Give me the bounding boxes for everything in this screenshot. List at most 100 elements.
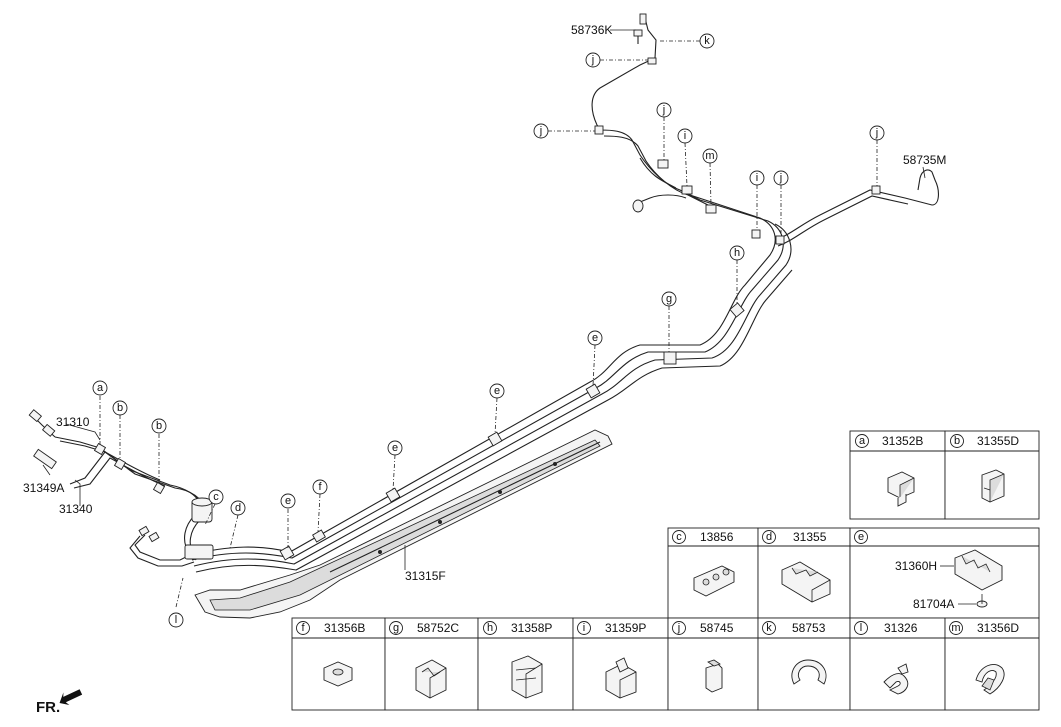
svg-text:h: h xyxy=(487,622,493,634)
svg-text:j: j xyxy=(677,622,680,634)
callout-b2: b xyxy=(151,418,167,434)
svg-text:31356D: 31356D xyxy=(977,621,1019,635)
fuel-lines xyxy=(28,13,939,619)
svg-text:c: c xyxy=(213,491,219,503)
svg-text:b: b xyxy=(117,402,123,414)
callout-j1: j xyxy=(773,170,789,186)
svg-text:j: j xyxy=(539,125,542,137)
svg-text:a: a xyxy=(97,382,104,394)
callout-g: g xyxy=(661,291,677,307)
callout-i2: i xyxy=(677,128,693,144)
svg-text:e: e xyxy=(592,332,598,344)
svg-text:31359P: 31359P xyxy=(605,621,646,635)
callout-j2: j xyxy=(656,102,672,118)
part-58753-icon xyxy=(791,659,827,685)
main-pipe-bundle xyxy=(189,194,793,573)
label-58735M: 58735M xyxy=(903,153,946,167)
part-58752C-icon xyxy=(415,659,447,699)
svg-text:31358P: 31358P xyxy=(511,621,552,635)
svg-text:31352B: 31352B xyxy=(882,434,923,448)
svg-text:l: l xyxy=(175,614,177,626)
svg-text:g: g xyxy=(666,293,672,305)
part-81704A-icon xyxy=(976,594,988,608)
callout-e1: e xyxy=(280,493,296,509)
svg-text:81704A: 81704A xyxy=(913,597,954,611)
part-31326-icon xyxy=(883,663,909,695)
svg-text:f: f xyxy=(301,622,305,634)
svg-text:j: j xyxy=(875,127,878,139)
svg-text:k: k xyxy=(704,35,710,47)
svg-text:i: i xyxy=(756,172,758,184)
callout-h: h xyxy=(729,245,745,261)
svg-text:e: e xyxy=(392,442,398,454)
callout-m: m xyxy=(702,148,718,164)
svg-text:i: i xyxy=(583,622,585,634)
label-31340: 31340 xyxy=(59,502,93,516)
callout-f: f xyxy=(312,479,328,495)
svg-text:m: m xyxy=(705,150,714,162)
svg-text:58753: 58753 xyxy=(792,621,826,635)
svg-text:13856: 13856 xyxy=(700,530,734,544)
svg-text:FR.: FR. xyxy=(36,699,60,716)
svg-text:j: j xyxy=(779,172,782,184)
callout-i1: i xyxy=(749,170,765,186)
svg-text:h: h xyxy=(734,247,740,259)
callouts: a b b c d e f e e e g h i j i m j j j k … xyxy=(92,33,885,628)
part-31359P-icon xyxy=(605,657,637,699)
callout-e4: e xyxy=(587,330,603,346)
svg-text:e: e xyxy=(494,385,500,397)
svg-text:d: d xyxy=(235,502,241,514)
svg-text:31355: 31355 xyxy=(793,530,827,544)
svg-text:m: m xyxy=(951,622,960,634)
label-31315F: 31315F xyxy=(405,569,446,583)
part-58745-icon xyxy=(705,659,723,693)
svg-text:e: e xyxy=(858,531,864,543)
svg-text:58752C: 58752C xyxy=(417,621,459,635)
protector-panel-31315F xyxy=(194,429,613,619)
part-31355-icon xyxy=(781,561,831,603)
callout-l: l xyxy=(168,612,184,628)
svg-text:31355D: 31355D xyxy=(977,434,1019,448)
front-indicator: FR. xyxy=(36,689,83,716)
svg-text:c: c xyxy=(676,531,682,543)
callout-b1: b xyxy=(112,400,128,416)
svg-text:58745: 58745 xyxy=(700,621,734,635)
callout-k: k xyxy=(699,33,715,49)
parts-legend: a 31352B b 31355D c 13856 xyxy=(291,430,1040,711)
callout-a: a xyxy=(92,380,108,396)
part-31355D-icon xyxy=(981,469,1005,503)
front-branch xyxy=(28,409,214,567)
legend-row2: c 13856 d 31355 e 31360H 81704A xyxy=(667,527,1040,619)
legend-row1: a 31352B b 31355D xyxy=(849,430,1040,520)
part-31356B-icon xyxy=(323,661,353,687)
callout-e3: e xyxy=(489,383,505,399)
callout-j5: j xyxy=(869,125,885,141)
label-31349A: 31349A xyxy=(23,481,64,495)
svg-text:g: g xyxy=(393,622,399,634)
rear-branch-upper xyxy=(591,13,709,206)
svg-text:j: j xyxy=(591,54,594,66)
svg-text:d: d xyxy=(766,531,772,543)
callout-c: c xyxy=(208,489,224,505)
svg-text:31356B: 31356B xyxy=(324,621,365,635)
svg-text:b: b xyxy=(954,435,960,447)
svg-text:l: l xyxy=(860,622,862,634)
legend-row3: f 31356B g 58752C h 31358P i 31359P j 58… xyxy=(291,617,1040,711)
part-31356D-icon xyxy=(975,664,1005,695)
part-31352B-icon xyxy=(887,471,915,507)
label-58736K: 58736K xyxy=(571,23,612,37)
callout-j4: j xyxy=(585,52,601,68)
callout-j3: j xyxy=(533,123,549,139)
callout-e2: e xyxy=(387,440,403,456)
part-labels: 58736K 58735M 31310 31349A 31340 31315F xyxy=(23,23,946,583)
svg-text:i: i xyxy=(684,130,686,142)
part-31358P-icon xyxy=(511,655,543,699)
svg-text:j: j xyxy=(662,104,665,116)
svg-text:31360H: 31360H xyxy=(895,559,937,573)
svg-text:k: k xyxy=(766,622,772,634)
part-13856-icon xyxy=(693,565,735,597)
svg-text:a: a xyxy=(859,435,866,447)
label-31310: 31310 xyxy=(56,415,90,429)
line-clips xyxy=(93,57,881,561)
